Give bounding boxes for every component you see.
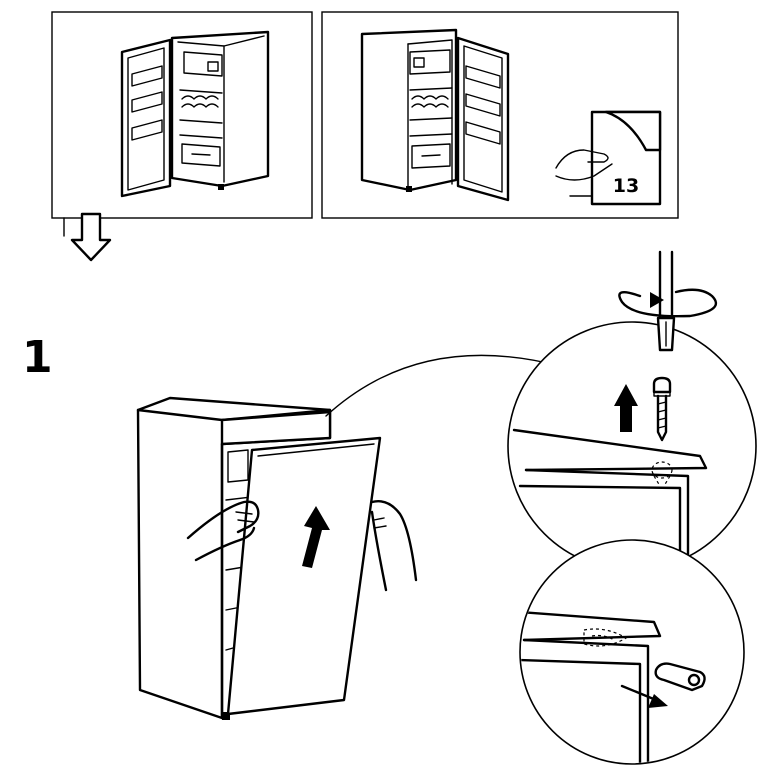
up-arrow-icon: [614, 384, 638, 432]
fridge-door-removal-illustration: [136, 396, 382, 720]
flow-down-arrow-icon: [63, 212, 112, 262]
step-number: 1: [22, 332, 53, 383]
panel-original-door-orientation: [51, 11, 313, 219]
fridge-open-door-left-hinged: [120, 30, 270, 198]
rotate-arrow-icon: [618, 288, 718, 318]
pull-arrow-icon: [648, 694, 668, 708]
page-reference-icon: 13: [555, 110, 662, 206]
hinge-bracket-icon: [654, 662, 706, 692]
lift-arrow-icon: [302, 506, 330, 568]
right-hand-icon: [370, 500, 418, 592]
callout-connector: [325, 354, 561, 417]
detail-remove-hinge-bracket: [519, 539, 745, 765]
left-hand-icon: [186, 500, 260, 562]
fridge-open-door-right-hinged: [360, 28, 510, 202]
detail-remove-top-hinge-screw: [507, 250, 757, 571]
screw-icon: [652, 376, 672, 442]
page-reference-number: 13: [613, 175, 639, 197]
panel-reversed-door-orientation: 13: [321, 11, 679, 219]
